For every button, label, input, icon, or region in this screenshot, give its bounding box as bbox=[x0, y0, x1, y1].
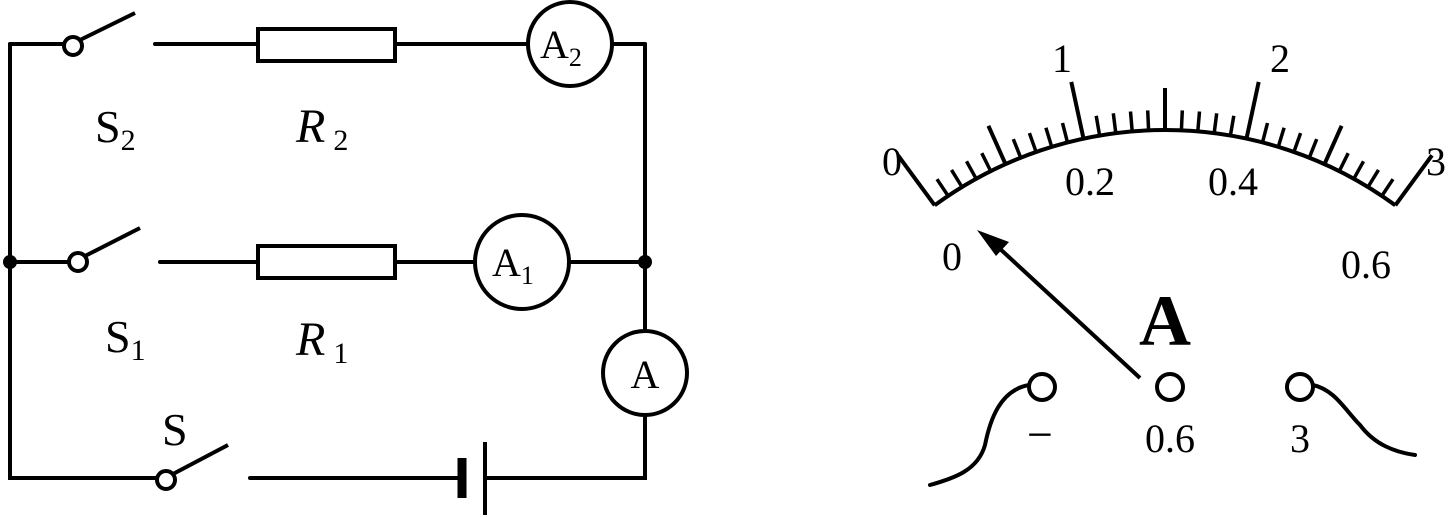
outer-scale-2: 2 bbox=[1270, 36, 1290, 81]
right-lower-wire bbox=[483, 408, 647, 480]
left-rail-wire bbox=[8, 42, 167, 480]
dial-tick bbox=[1337, 152, 1350, 172]
dial-tick bbox=[1069, 81, 1086, 140]
terminal-0-6 bbox=[1155, 372, 1185, 402]
dial-arc bbox=[933, 128, 1397, 207]
terminal-negative bbox=[1027, 372, 1057, 402]
dial-tick bbox=[1292, 132, 1303, 153]
switch-s1 bbox=[67, 226, 141, 273]
dial-tick bbox=[980, 152, 993, 172]
ammeter-a1-label: A1 bbox=[492, 240, 534, 290]
terminal-negative-label: − bbox=[1027, 409, 1053, 460]
dial-tick bbox=[1276, 127, 1286, 148]
dial-tick bbox=[935, 178, 950, 197]
wire-negative bbox=[928, 383, 1031, 487]
dial-tick bbox=[1352, 160, 1366, 180]
dial-tick bbox=[1060, 122, 1070, 143]
dial-tick bbox=[1027, 132, 1038, 153]
dial-tick bbox=[1111, 113, 1118, 134]
meter-pointer bbox=[977, 230, 1142, 380]
dial-tick bbox=[1366, 168, 1380, 188]
terminal-3 bbox=[1285, 372, 1315, 402]
resistor-r2 bbox=[256, 27, 397, 63]
dial-tick bbox=[950, 168, 964, 188]
dial-tick bbox=[1322, 124, 1344, 165]
terminal-0-6-label: 0.6 bbox=[1145, 416, 1195, 461]
dial-tick bbox=[1380, 178, 1395, 197]
switch-s-label: S bbox=[162, 404, 188, 455]
inner-scale-1: 0.2 bbox=[1065, 159, 1115, 204]
dial-tick bbox=[1260, 122, 1270, 143]
switch-s1-label: S1 bbox=[105, 311, 146, 367]
outer-scale-3: 3 bbox=[1426, 139, 1446, 184]
dial-tick bbox=[1044, 127, 1054, 148]
dial-tick bbox=[896, 154, 937, 207]
dial-tick bbox=[1393, 154, 1434, 207]
dial-tick bbox=[1179, 110, 1185, 131]
dial-tick bbox=[986, 124, 1008, 165]
inner-scale-0: 0 bbox=[942, 234, 962, 279]
ammeter-main-label: A bbox=[631, 352, 660, 397]
wire-3 bbox=[1311, 383, 1417, 457]
dial-tick bbox=[1094, 115, 1102, 136]
meter-dial bbox=[896, 81, 1434, 207]
dial-tick bbox=[964, 160, 978, 180]
junction-right bbox=[638, 255, 652, 269]
dial-tick bbox=[1145, 110, 1151, 131]
outer-scale-1: 1 bbox=[1052, 36, 1072, 81]
dial-tick bbox=[1307, 138, 1319, 159]
meter-unit-symbol: A bbox=[1139, 281, 1191, 361]
dial-tick bbox=[1128, 111, 1134, 132]
inner-scale-2: 0.4 bbox=[1208, 159, 1258, 204]
dial-tick bbox=[1244, 81, 1261, 140]
dial-tick bbox=[1212, 113, 1219, 134]
battery bbox=[457, 442, 487, 515]
dial-tick bbox=[1196, 111, 1202, 132]
switch-s2 bbox=[62, 11, 136, 57]
terminal-3-label: 3 bbox=[1290, 416, 1310, 461]
resistor-r1 bbox=[256, 244, 397, 280]
dial-tick bbox=[1228, 115, 1236, 136]
switch-s bbox=[155, 443, 229, 491]
ammeter-a2 bbox=[526, 0, 614, 88]
junction-left bbox=[3, 255, 17, 269]
inner-scale-3: 0.6 bbox=[1341, 242, 1391, 287]
ammeter-a1 bbox=[473, 213, 571, 311]
dial-tick bbox=[1011, 138, 1023, 159]
ammeter-a2-label: A2 bbox=[540, 22, 582, 72]
meter-terminals bbox=[1027, 372, 1315, 402]
outer-scale-0: 0 bbox=[882, 139, 902, 184]
switch-s2-label: S2 bbox=[95, 101, 136, 157]
ammeter-main bbox=[601, 329, 689, 417]
